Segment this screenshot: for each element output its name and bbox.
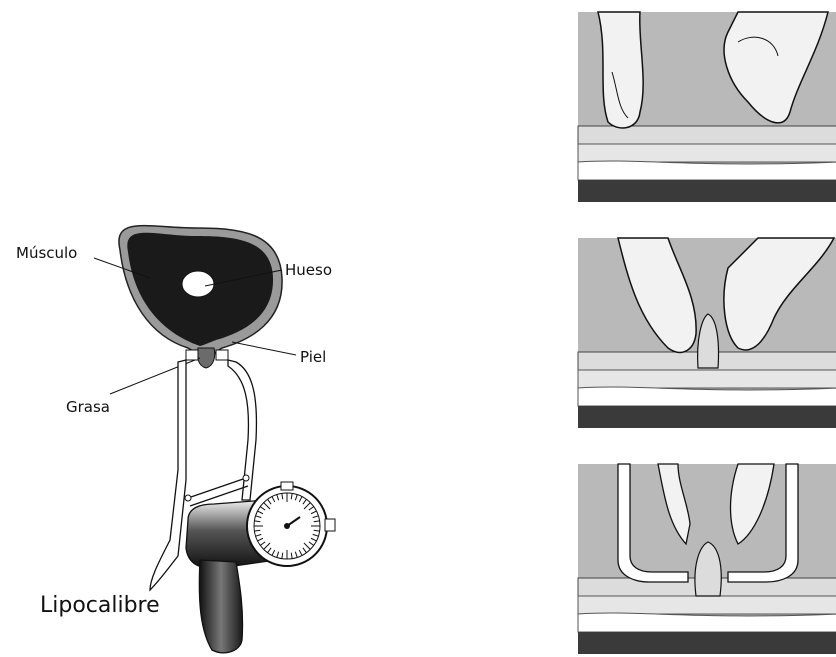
label-muscle: Músculo [16,244,77,262]
label-fat: Grasa [66,398,110,416]
pinch-step-3-panel [578,464,836,654]
label-caliper: Lipocalibre [40,593,160,618]
pinch-step-1-panel [578,12,836,202]
dial-gauge [247,482,335,566]
label-skin: Piel [300,348,326,366]
caliper-instrument [150,350,335,653]
bone [182,271,214,297]
limb-cross-section [119,226,282,368]
pinch-step-2-panel [578,238,836,428]
label-bone: Hueso [285,261,332,279]
caliper-handle [199,560,242,653]
